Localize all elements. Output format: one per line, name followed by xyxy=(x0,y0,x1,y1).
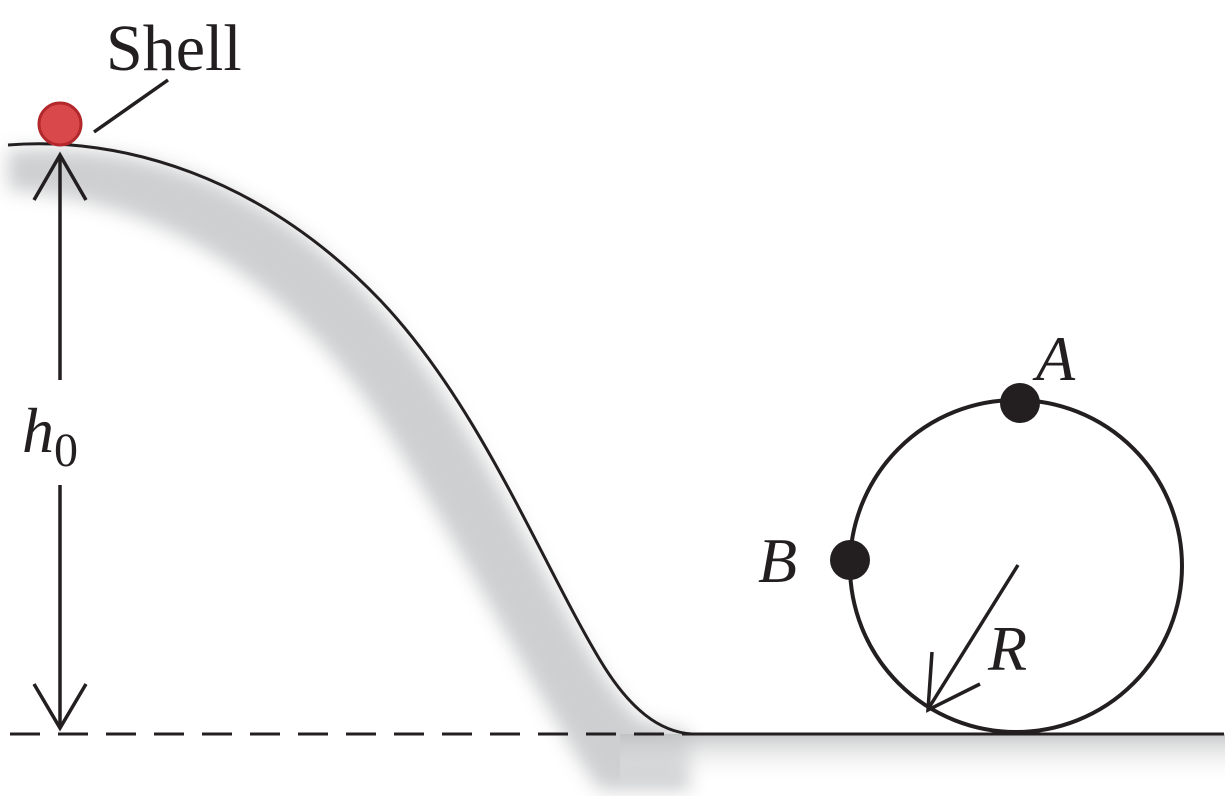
height-symbol: h xyxy=(22,395,54,466)
shell-label: Shell xyxy=(106,12,242,85)
radius-arrow xyxy=(926,564,1020,713)
height-subscript: 0 xyxy=(54,424,78,477)
shell-ball xyxy=(37,101,83,147)
hill-shading xyxy=(8,148,690,790)
point-b-label: B xyxy=(758,525,797,596)
hill-track xyxy=(7,142,693,736)
shell-pointer-line xyxy=(92,78,170,134)
height-arrow xyxy=(32,151,88,732)
point-a-marker xyxy=(1000,383,1040,423)
ground-shading xyxy=(620,734,1225,784)
point-b-marker xyxy=(830,540,870,580)
height-label: h0 xyxy=(22,395,78,477)
point-a-label: A xyxy=(1032,323,1076,394)
radius-label: R xyxy=(987,613,1027,684)
